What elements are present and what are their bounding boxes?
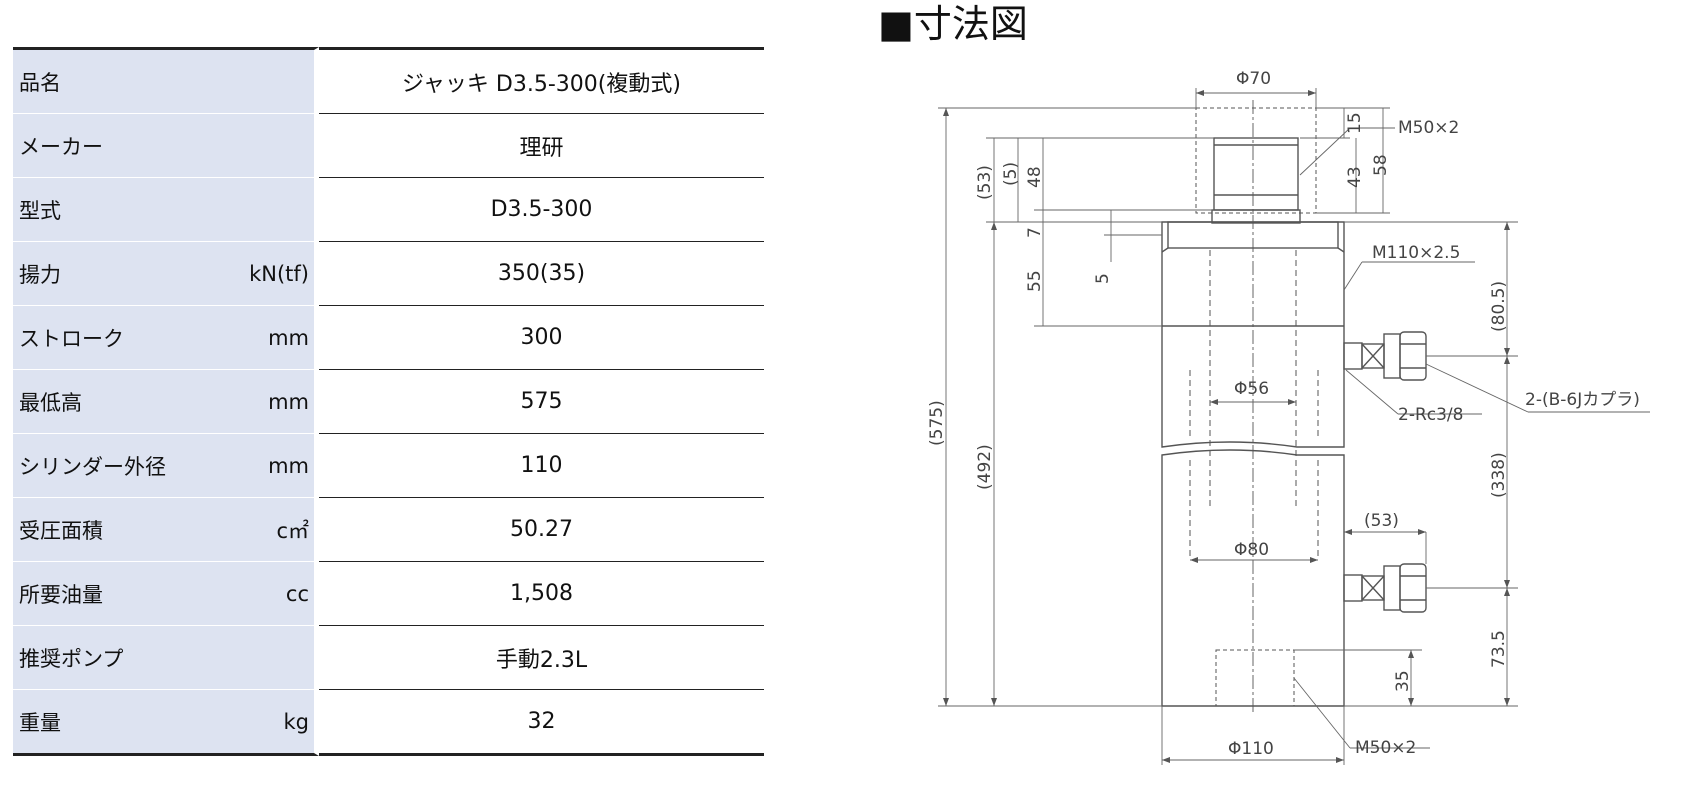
label-d492: (492) (975, 444, 995, 490)
spec-value: 300 (319, 305, 764, 369)
spec-label-cell: 重量 kg (13, 689, 319, 756)
label-d15: 15 (1345, 112, 1365, 134)
label-phi110: Φ110 (1228, 739, 1274, 759)
ram-thread (1213, 137, 1299, 211)
label-d53-side: (53) (1364, 511, 1399, 531)
spec-label: シリンダー外径 (19, 454, 166, 479)
label-d73-5: 73.5 (1489, 630, 1509, 668)
spec-unit: mm (268, 389, 309, 414)
coupler-upper (1343, 331, 1427, 381)
spec-label: 最低高 (19, 390, 82, 415)
spec-value: 110 (319, 433, 764, 497)
spec-row: 所要油量 cc 1,508 (13, 561, 764, 625)
label-coupler: 2-(B-6Jカプラ) (1525, 390, 1640, 410)
dimension-lines (938, 88, 1650, 765)
cylinder-body-lower (1161, 449, 1345, 707)
spec-label-cell: シリンダー外径 mm (13, 433, 319, 497)
spec-label: ストローク (19, 326, 124, 351)
coupler-lower (1343, 563, 1427, 613)
label-d55: 55 (1025, 270, 1045, 292)
spec-value: 手動2.3L (319, 625, 764, 689)
saddle-phantom (1195, 107, 1317, 214)
spec-row: メーカー 理研 (13, 113, 764, 177)
spec-value: 32 (319, 689, 764, 756)
spec-label: 受圧面積 (19, 518, 103, 543)
jack-outline (1161, 100, 1427, 715)
ram-neck (1211, 209, 1301, 224)
spec-value: 575 (319, 369, 764, 433)
spec-row: 揚力 kN(tf) 350(35) (13, 241, 764, 305)
label-d53-left: (53) (975, 165, 995, 200)
label-d58: 58 (1371, 154, 1391, 176)
label-m50-bottom: M50×2 (1355, 738, 1416, 758)
label-d80-5: (80.5) (1489, 281, 1509, 332)
label-d575: (575) (927, 400, 947, 446)
spec-value: 50.27 (319, 497, 764, 561)
spec-row: 型式 D3.5-300 (13, 177, 764, 241)
label-d338: (338) (1489, 452, 1509, 498)
spec-value: 350(35) (319, 241, 764, 305)
label-d7: 7 (1025, 227, 1045, 238)
spec-label: 揚力 (19, 262, 61, 287)
label-m50-top: M50×2 (1398, 118, 1459, 138)
spec-value: ジャッキ D3.5-300(複動式) (319, 47, 764, 113)
drawing-title: ■寸法図 (878, 2, 1028, 46)
spec-label: 推奨ポンプ (19, 646, 124, 671)
spec-unit: kN(tf) (249, 261, 309, 286)
dimension-arrows (943, 90, 1510, 763)
label-d43: 43 (1345, 166, 1365, 188)
spec-value: D3.5-300 (319, 177, 764, 241)
label-d5: 5 (1093, 273, 1113, 284)
spec-row: 重量 kg 32 (13, 689, 764, 756)
spec-table: 品名 ジャッキ D3.5-300(複動式) メーカー 理研型式 D3.5-300 揚力 kN… (13, 47, 764, 756)
spec-label: 所要油量 (19, 582, 103, 607)
spec-row: 最低高 mm 575 (13, 369, 764, 433)
cylinder-body-upper (1161, 221, 1345, 448)
spec-value: 理研 (319, 113, 764, 177)
spec-unit: cc (285, 581, 309, 606)
spec-label-cell: 品名 (13, 47, 319, 113)
spec-label-cell: メーカー (13, 113, 319, 177)
label-rc38: 2-Rc3/8 (1398, 405, 1463, 425)
spec-label: 型式 (19, 198, 61, 223)
bottom-thread-hole (1215, 649, 1295, 707)
spec-label: メーカー (19, 134, 103, 159)
label-d5-paren: (5) (1001, 162, 1021, 186)
spec-row: 推奨ポンプ 手動2.3L (13, 625, 764, 689)
spec-unit: mm (268, 453, 309, 478)
spec-row: 品名 ジャッキ D3.5-300(複動式) (13, 47, 764, 113)
label-phi56: Φ56 (1234, 379, 1269, 399)
spec-label: 重量 (19, 710, 61, 735)
label-d35: 35 (1393, 670, 1413, 692)
label-m110: M110×2.5 (1372, 243, 1460, 263)
label-d48: 48 (1025, 166, 1045, 188)
spec-unit: mm (268, 325, 309, 350)
label-phi80: Φ80 (1234, 540, 1269, 560)
dimension-labels: Φ70 M50×2 M110×2.5 Φ56 2-Rc3/8 2-(B-6Jカプ… (927, 69, 1640, 759)
label-phi70: Φ70 (1236, 69, 1271, 89)
spec-value: 1,508 (319, 561, 764, 625)
spec-label-cell: ストローク mm (13, 305, 319, 369)
spec-row: 受圧面積 c㎡ 50.27 (13, 497, 764, 561)
dimension-drawing: Φ70 M50×2 M110×2.5 Φ56 2-Rc3/8 2-(B-6Jカプ… (927, 69, 1650, 765)
spec-label-cell: 最低高 mm (13, 369, 319, 433)
spec-label: 品名 (19, 70, 61, 95)
spec-label-cell: 所要油量 cc (13, 561, 319, 625)
spec-row: シリンダー外径 mm 110 (13, 433, 764, 497)
spec-unit: c㎡ (276, 518, 309, 543)
spec-label-cell: 型式 (13, 177, 319, 241)
spec-label-cell: 揚力 kN(tf) (13, 241, 319, 305)
spec-label-cell: 推奨ポンプ (13, 625, 319, 689)
spec-row: ストローク mm 300 (13, 305, 764, 369)
spec-label-cell: 受圧面積 c㎡ (13, 497, 319, 561)
spec-unit: kg (283, 709, 310, 734)
